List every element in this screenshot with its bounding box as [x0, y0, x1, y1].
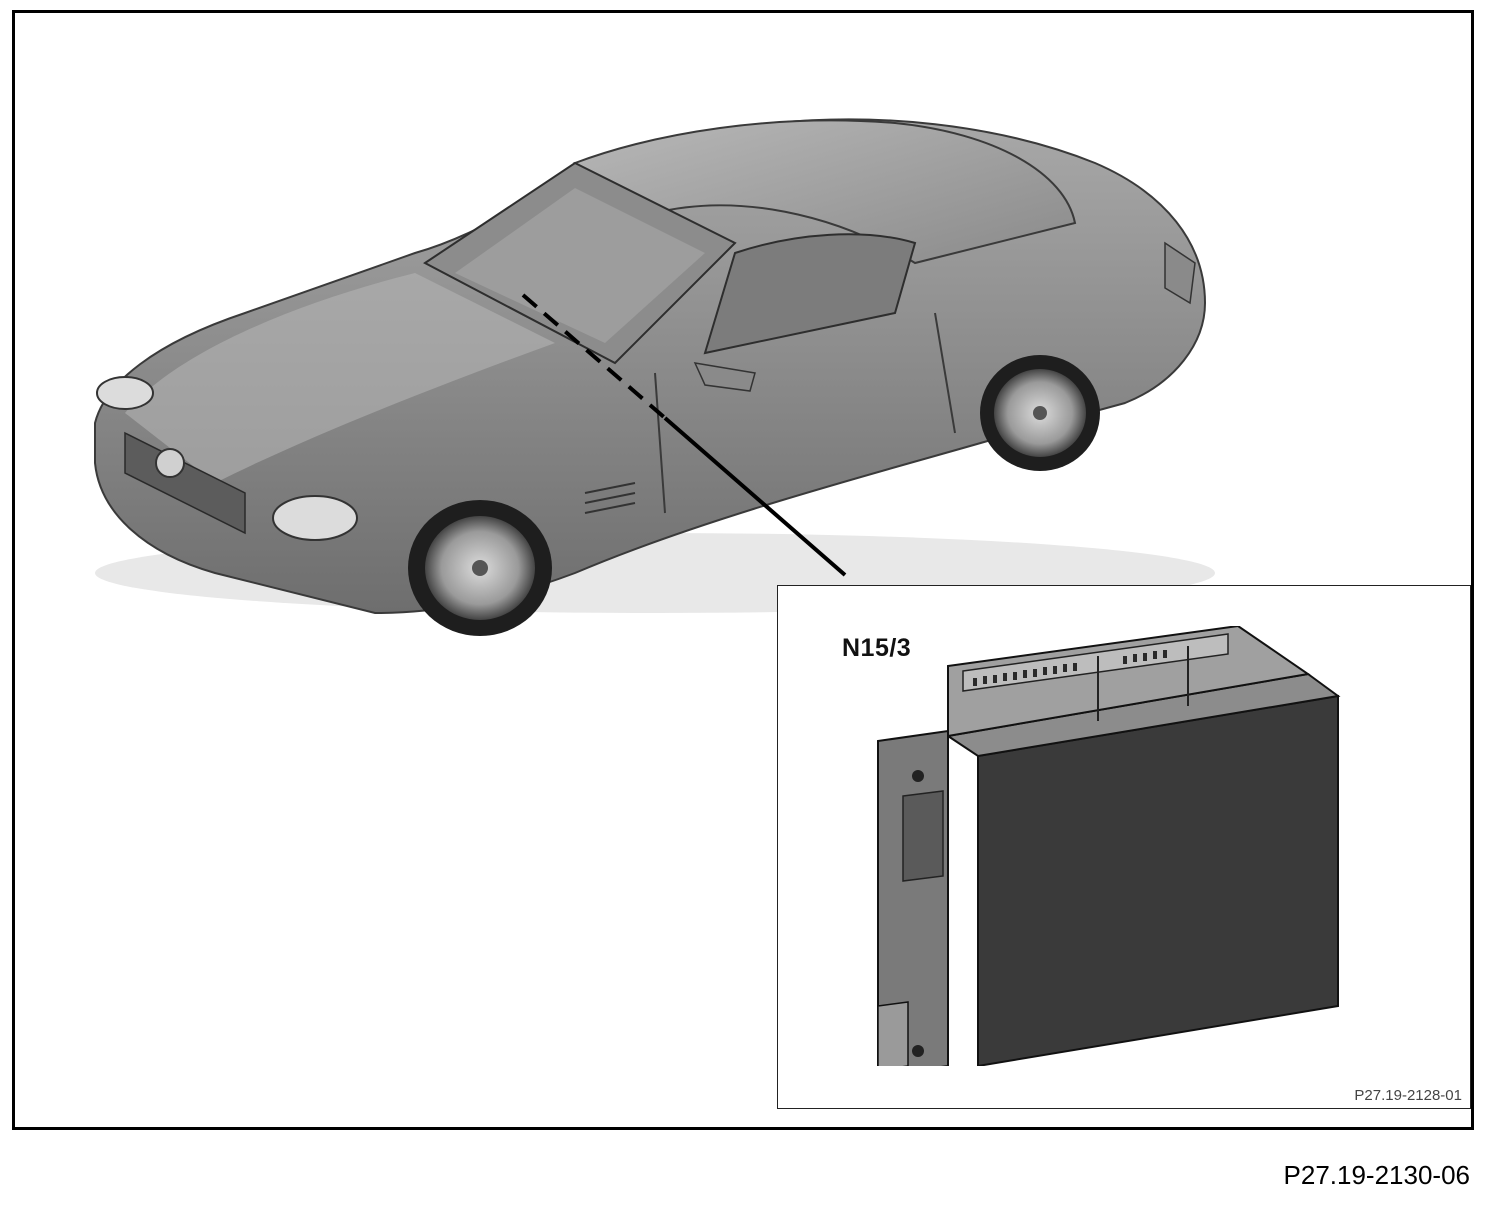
inset-reference: P27.19-2128-01 [1354, 1087, 1462, 1104]
control-module-icon [877, 626, 1341, 1066]
component-label: N15/3 [842, 634, 912, 662]
component-inset: N15/3 [777, 585, 1471, 1109]
figure-reference: P27.19-2130-06 [1283, 1160, 1470, 1190]
car-illustration-icon [94, 118, 1215, 636]
figure-frame: N15/3 [12, 10, 1474, 1130]
